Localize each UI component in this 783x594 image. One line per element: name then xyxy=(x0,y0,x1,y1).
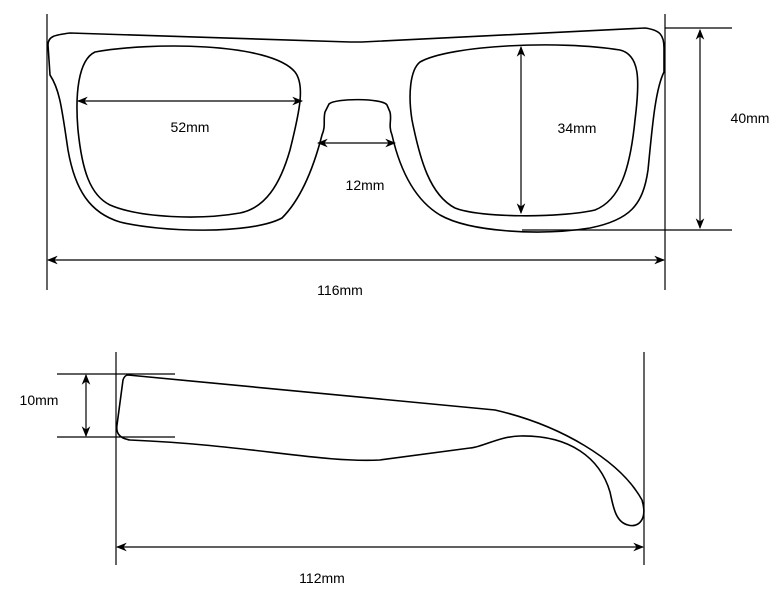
right-lens xyxy=(409,44,639,217)
front-view: 52mm 34mm 12mm 40mm 116mm xyxy=(46,14,770,298)
left-lens xyxy=(76,45,302,218)
lens-height-label: 34mm xyxy=(558,120,597,136)
temple-height-label: 10mm xyxy=(20,392,59,408)
frame-outline xyxy=(47,27,665,233)
bridge-width-label: 12mm xyxy=(346,177,385,193)
frame-height-label: 40mm xyxy=(731,110,770,126)
temple-outline xyxy=(115,374,645,527)
total-width-label: 116mm xyxy=(317,282,363,298)
temple-length-label: 112mm xyxy=(299,570,345,586)
side-view: 10mm 112mm xyxy=(20,352,645,586)
lens-width-label: 52mm xyxy=(171,119,210,135)
